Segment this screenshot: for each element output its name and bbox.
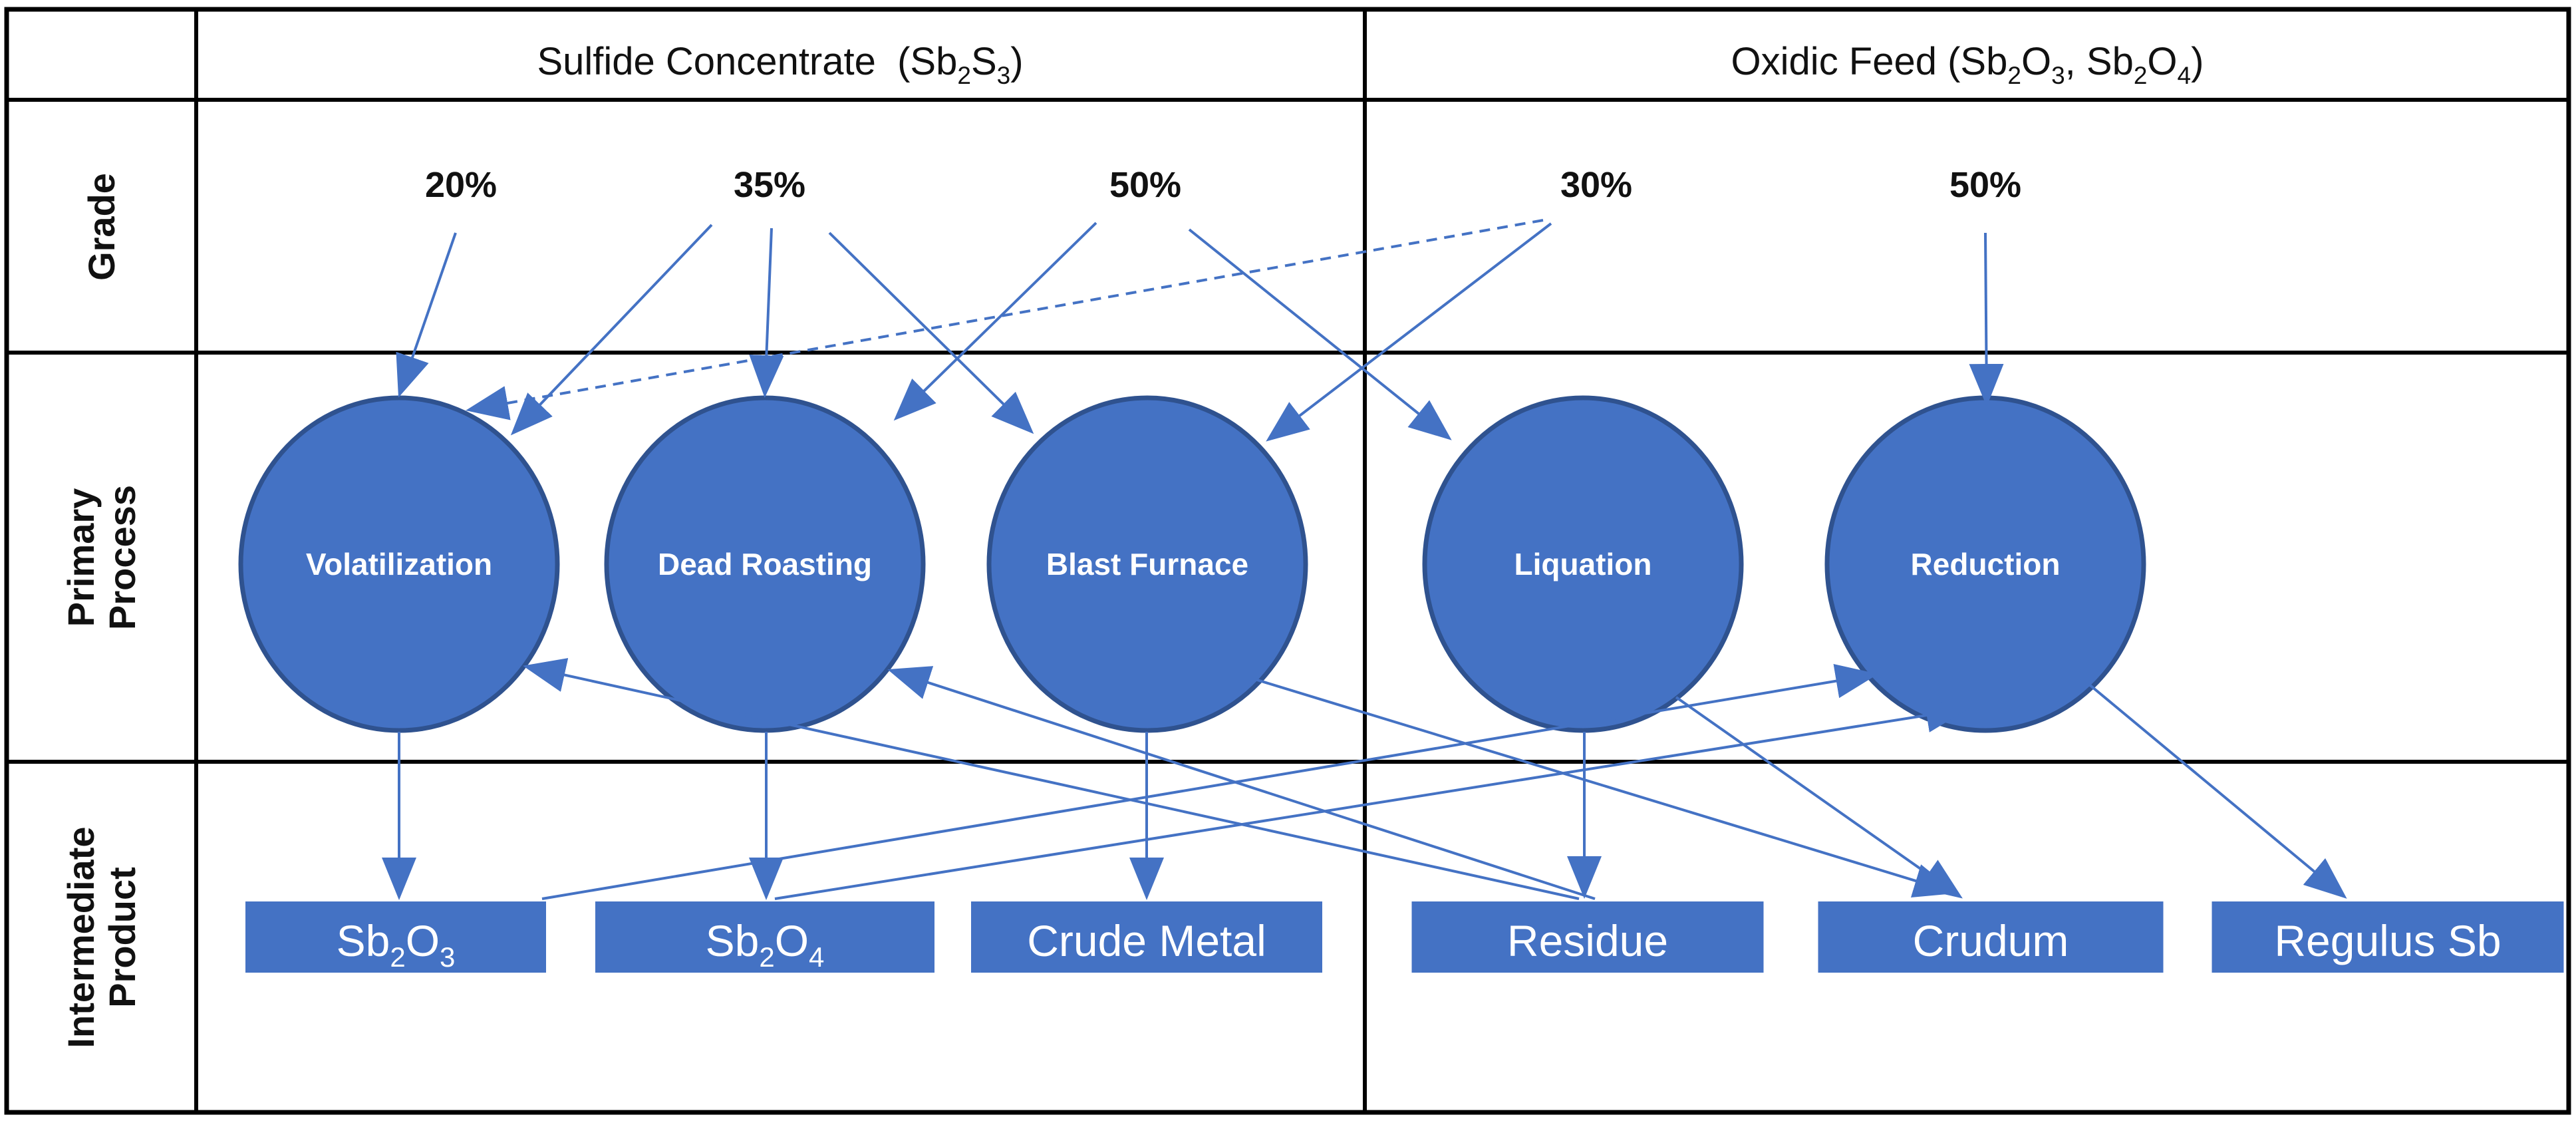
process-node-dead-roasting: Dead Roasting bbox=[604, 395, 926, 733]
subscript-text: 3 bbox=[440, 941, 455, 973]
arrow-liquation-to-crudum bbox=[1675, 696, 1963, 899]
grade-label-50-sulfide: 50% bbox=[1109, 165, 1181, 205]
product-box-sb2o4 bbox=[595, 901, 934, 973]
arrow-grade-30-to-volatilization bbox=[466, 219, 1544, 420]
text-run: Sulfide Concentrate (Sb bbox=[537, 40, 957, 83]
process-node-blast-furnace: Blast Furnace bbox=[986, 395, 1308, 733]
process-label-volatilization: Volatilization bbox=[306, 547, 492, 581]
product-box-sb2o3 bbox=[245, 901, 546, 973]
row-label-line: Process bbox=[101, 485, 143, 630]
product-sb2o4: Sb2O4 bbox=[595, 901, 934, 973]
arrow-sb2o3-to-reduction bbox=[541, 663, 1878, 900]
process-circle-volatilization bbox=[238, 395, 560, 733]
product-crudum: Crudum bbox=[1818, 901, 2164, 973]
text-run: O bbox=[2021, 40, 2051, 83]
header-oxidic: Oxidic Feed (Sb2O3, Sb2O4) bbox=[1731, 40, 2204, 89]
arrow-grade-20-to-volatilization bbox=[396, 232, 457, 398]
arrow-grade-35-to-blast-furnace bbox=[828, 232, 1034, 434]
text-run: S bbox=[971, 40, 997, 83]
process-nodes: Volatilization Dead Roasting Blast Furnace… bbox=[238, 395, 2146, 733]
product-residue: Residue bbox=[1411, 901, 1764, 973]
product-label-residue: Residue bbox=[1507, 916, 1668, 965]
product-box-regulus-sb bbox=[2212, 901, 2564, 973]
subscript-text: 2 bbox=[759, 941, 774, 973]
product-box-crude-metal bbox=[971, 901, 1322, 973]
product-regulus-sb: Regulus Sb bbox=[2212, 901, 2564, 973]
product-box-residue bbox=[1411, 901, 1764, 973]
text-run: O bbox=[406, 916, 440, 965]
arrow-grade-30-to-blast-furnace bbox=[1266, 222, 1552, 442]
flow-arrows bbox=[382, 219, 2347, 900]
arrow-blast-furnace-to-crudum bbox=[1256, 679, 1957, 897]
table-outer-border bbox=[4, 7, 2571, 1115]
row-label-line: Intermediate bbox=[60, 827, 102, 1048]
grade-label-50-oxidic: 50% bbox=[1949, 165, 2021, 205]
header-sulfide: Sulfide Concentrate (Sb2S3) bbox=[537, 40, 1023, 89]
process-node-liquation: Liquation bbox=[1422, 395, 1744, 733]
product-crude-metal: Crude Metal bbox=[971, 901, 1322, 973]
grade-label-35-sulfide: 35% bbox=[734, 165, 805, 205]
text-run: Regulus Sb bbox=[2274, 916, 2501, 965]
text-run: O bbox=[2147, 40, 2177, 83]
process-node-volatilization: Volatilization bbox=[238, 395, 560, 733]
process-label-reduction: Reduction bbox=[1911, 547, 2061, 581]
text-run: Crude Metal bbox=[1027, 916, 1266, 965]
process-circle-dead-roasting bbox=[604, 395, 926, 733]
arrow-grade-50o-to-reduction bbox=[1969, 232, 2004, 406]
grade-label-20-sulfide: 20% bbox=[425, 165, 497, 205]
arrow-grade-35-to-dead-roasting bbox=[749, 228, 784, 398]
product-label-sb2o4: Sb2O4 bbox=[706, 916, 825, 973]
arrow-residue-to-volatilization bbox=[523, 658, 1580, 900]
text-run: ) bbox=[2191, 40, 2204, 83]
text-run: , Sb bbox=[2065, 40, 2134, 83]
text-run: ) bbox=[1010, 40, 1023, 83]
arrow-grade-35-to-volatilization bbox=[510, 224, 713, 436]
subscript-text: 3 bbox=[2051, 62, 2065, 89]
grade-labels: 20% 35% 50% 30% 50% bbox=[425, 165, 2021, 205]
product-label-regulus-sb: Regulus Sb bbox=[2274, 916, 2501, 965]
process-circle-liquation bbox=[1422, 395, 1744, 733]
subscript-text: 4 bbox=[2178, 62, 2192, 89]
process-circle-blast-furnace bbox=[986, 395, 1308, 733]
grade-label-30-oxidic: 30% bbox=[1560, 165, 1632, 205]
product-box-crudum bbox=[1818, 901, 2164, 973]
process-label-liquation: Liquation bbox=[1514, 547, 1652, 581]
arrow-grade-50s-to-liquation bbox=[1188, 228, 1452, 440]
subscript-text: 2 bbox=[2134, 62, 2148, 89]
subscript-text: 2 bbox=[2007, 62, 2021, 89]
arrow-grade-50s-to-dead-roasting bbox=[893, 222, 1097, 421]
product-label-sb2o3: Sb2O3 bbox=[337, 916, 456, 973]
subscript-text: 2 bbox=[957, 62, 971, 89]
text-run: Sb bbox=[337, 916, 390, 965]
product-sb2o3: Sb2O3 bbox=[245, 901, 546, 973]
row-label-line: Product bbox=[101, 867, 143, 1008]
process-label-dead-roasting: Dead Roasting bbox=[658, 547, 872, 581]
row-label-line: Grade bbox=[80, 173, 122, 281]
text-run: Crudum bbox=[1913, 916, 2069, 965]
product-label-crudum: Crudum bbox=[1913, 916, 2069, 965]
text-run: Sb bbox=[706, 916, 760, 965]
text-run: O bbox=[775, 916, 809, 965]
subscript-text: 3 bbox=[997, 62, 1011, 89]
row-label-grade: Grade bbox=[80, 173, 122, 281]
process-label-blast-furnace: Blast Furnace bbox=[1046, 547, 1248, 581]
product-label-crude-metal: Crude Metal bbox=[1027, 916, 1266, 965]
arrow-sb2o4-to-reduction bbox=[774, 698, 1969, 900]
arrow-reduction-to-regulus-sb bbox=[2087, 683, 2347, 899]
subscript-text: 2 bbox=[390, 941, 405, 973]
row-label-line: Primary bbox=[60, 488, 102, 627]
arrow-residue-to-dead-roasting bbox=[887, 666, 1596, 900]
subscript-text: 4 bbox=[809, 941, 824, 973]
text-run: Oxidic Feed (Sb bbox=[1731, 40, 2008, 83]
column-headers: Sulfide Concentrate (Sb2S3)Oxidic Feed (… bbox=[537, 40, 2204, 89]
process-node-reduction: Reduction bbox=[1824, 395, 2146, 733]
text-run: Residue bbox=[1507, 916, 1668, 965]
